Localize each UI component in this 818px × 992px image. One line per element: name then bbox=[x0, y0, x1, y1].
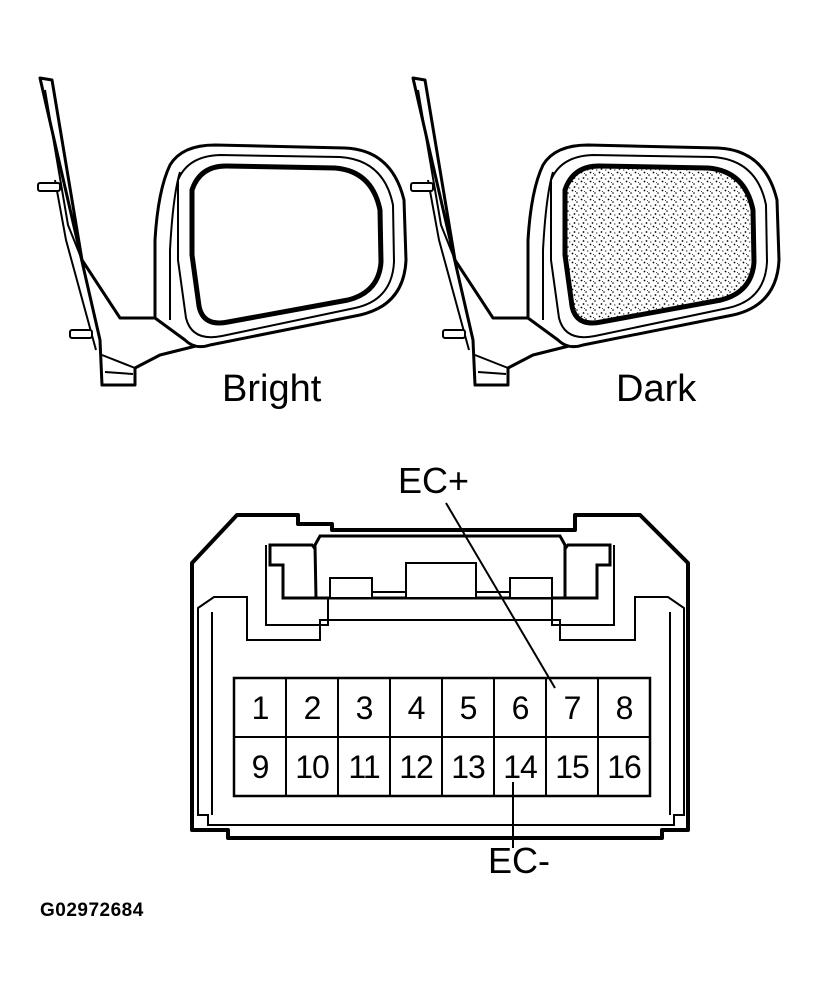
figure-code: G02972684 bbox=[40, 900, 144, 921]
pin-8: 8 bbox=[615, 689, 634, 726]
pin-13: 13 bbox=[451, 748, 486, 785]
bright-mirror bbox=[36, 76, 408, 387]
pin-16: 16 bbox=[607, 748, 642, 785]
pin-9: 9 bbox=[251, 748, 270, 785]
pin-14: 14 bbox=[503, 748, 538, 785]
pin-15: 15 bbox=[555, 748, 590, 785]
dark-mirror bbox=[409, 76, 781, 387]
pin-6: 6 bbox=[511, 689, 530, 726]
pin-10: 10 bbox=[295, 748, 330, 785]
mirrors-illustration bbox=[36, 76, 781, 387]
pin-5: 5 bbox=[459, 689, 478, 726]
pin-1: 1 bbox=[251, 689, 270, 726]
pin-3: 3 bbox=[355, 689, 374, 726]
bright-label: Bright bbox=[222, 368, 322, 410]
pin-2: 2 bbox=[303, 689, 322, 726]
bright-mirror-glass bbox=[189, 163, 384, 326]
dark-label: Dark bbox=[616, 368, 697, 410]
pin-11: 11 bbox=[348, 748, 380, 785]
ec-minus-label: EC- bbox=[488, 840, 550, 881]
ec-plus-leader bbox=[445, 502, 556, 689]
pin-12: 12 bbox=[399, 748, 434, 785]
pin-7: 7 bbox=[563, 689, 582, 726]
ec-plus-label: EC+ bbox=[398, 460, 470, 501]
pin-4: 4 bbox=[407, 689, 426, 726]
dark-mirror-glass bbox=[562, 163, 757, 326]
